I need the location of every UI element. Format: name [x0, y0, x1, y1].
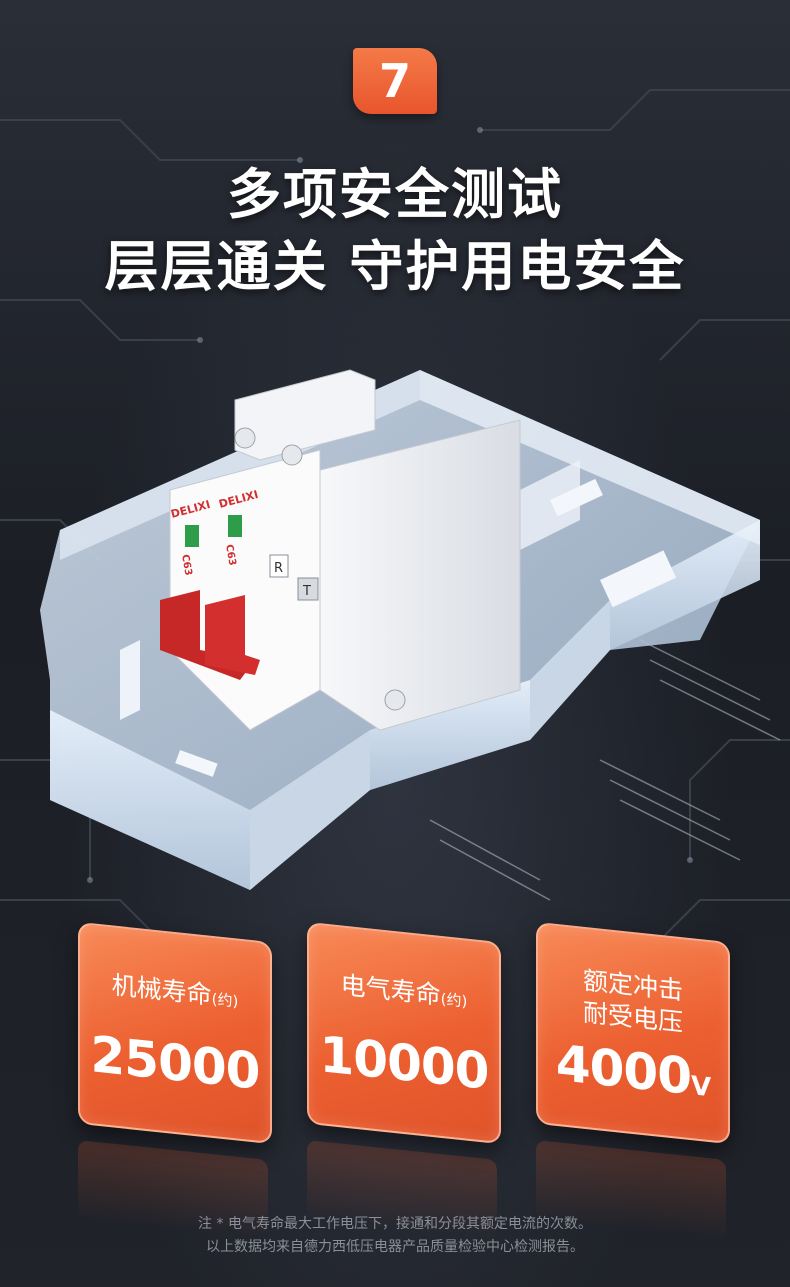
- spec-value: 10000: [319, 1025, 489, 1101]
- headline-line1: 多项安全测试: [227, 163, 563, 226]
- step-number-badge: 7: [353, 48, 437, 114]
- rating-label: C63: [179, 554, 194, 577]
- test-button-label: T: [302, 584, 311, 599]
- spec-value: 25000: [90, 1025, 260, 1101]
- spec-card-impulse-voltage: 额定冲击 耐受电压 4000V: [536, 921, 730, 1145]
- reset-button-label: R: [274, 561, 283, 576]
- spec-label: 机械寿命(约): [111, 970, 239, 1011]
- spec-card-electrical-life: 电气寿命(约) 10000: [307, 921, 501, 1145]
- spec-label: 电气寿命(约): [340, 970, 468, 1011]
- spec-card-mechanical-life: 机械寿命(约) 25000: [78, 921, 272, 1145]
- circuit-breaker: [160, 369, 521, 731]
- headline-line2: 层层通关 守护用电安全: [104, 235, 686, 298]
- spec-unit: V: [691, 1071, 711, 1104]
- footnote-line1: 注 * 电气寿命最大工作电压下，接通和分段其额定电流的次数。: [198, 1216, 592, 1232]
- spec-value: 4000V: [555, 1033, 711, 1107]
- house-with-breaker-illustration: DELIXI DELIXI C63 C63 R T: [40, 369, 760, 890]
- spec-label: 额定冲击 耐受电压: [582, 965, 683, 1038]
- footnote-line2: 以上数据均来自德力西低压电器产品质量检验中心检测报告。: [206, 1239, 584, 1255]
- rating-label-2: C63: [223, 544, 238, 567]
